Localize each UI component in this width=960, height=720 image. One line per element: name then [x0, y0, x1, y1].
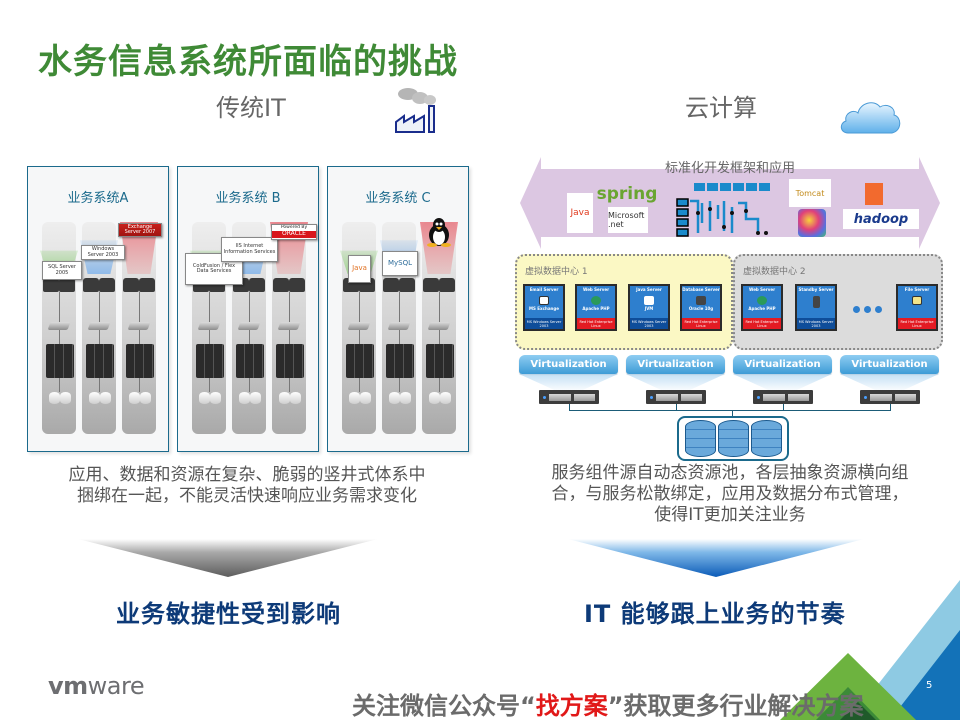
storage-cylinder-icon: [750, 420, 782, 457]
virtualization-bar-2: Virtualization: [626, 355, 725, 374]
business-system-a-label: 业务系统A: [67, 191, 129, 206]
envelope-icon: [539, 295, 549, 305]
dotnet-logo: Microsoft .net: [608, 207, 648, 233]
color-cube-logo: [798, 209, 826, 237]
right-headline: IT 能够跟上业务的节奏: [584, 600, 846, 628]
physical-host-2: [646, 390, 706, 404]
windows-server-logo: Windows Server 2003: [81, 245, 125, 260]
linux-tux-icon: [427, 218, 451, 247]
physical-host-3: [753, 390, 813, 404]
file-server-card: File Server Red Hat Enterprise Linux: [896, 284, 938, 331]
tomcat-logo: Tomcat: [789, 179, 831, 207]
database-icon: [696, 295, 706, 305]
physical-host-1: [539, 390, 599, 404]
business-system-c-panel: 业务系统 C Java MySQL: [327, 166, 469, 452]
shared-storage-pool: [677, 416, 789, 461]
business-system-b-panel: 业务系统 B ColdFusion / Flex Data Services I…: [177, 166, 319, 452]
exchange-server-logo: Exchange Server 2007: [118, 223, 162, 237]
business-system-b-label: 业务系统 B: [215, 191, 281, 206]
left-headline: 业务敏捷性受到影响: [116, 600, 341, 628]
spring-logo: spring: [596, 184, 658, 204]
globe-icon: [757, 295, 767, 305]
web-server-card: Web Server Apache PHP Red Hat Enterprise…: [741, 284, 783, 331]
globe-icon: [591, 295, 601, 305]
virtualization-bar-3: Virtualization: [733, 355, 832, 374]
virtual-datacenter-2: 虚拟数据中心 2 Web Server Apache PHP Red Hat E…: [733, 254, 943, 350]
right-caption: 服务组件源自动态资源池，各层抽象资源横向组 合，与服务松散绑定，应用及数据分布式…: [551, 463, 909, 525]
left-caption: 应用、数据和资源在复杂、脆弱的竖井式体系中 捆绑在一起，不能灵活快速响应业务需求…: [68, 465, 426, 506]
storage-cylinder-icon: [717, 420, 749, 457]
rabbitmq-logo: [865, 183, 883, 205]
sql-server-logo: SQL Server 2005: [42, 261, 82, 280]
footer-banner: 关注微信公众号“找方案”获取更多行业解决方案: [352, 692, 864, 720]
business-system-a-panel: 业务系统A SQL Server 2005 Windows Server 200…: [27, 166, 169, 452]
more-servers-ellipsis: [853, 306, 882, 313]
workflow-diagram-icon: [676, 183, 770, 237]
framework-logos: Java spring Microsoft .net Tomcat hadoop: [520, 157, 940, 249]
database-server-card: Database Server Oracle 10g Red Hat Enter…: [680, 284, 722, 331]
mysql-logo: MySQL: [382, 251, 418, 276]
web-server-card: Web Server Apache PHP Red Hat Enterprise…: [575, 284, 617, 331]
framework-band-title: 标准化开发框架和应用: [664, 161, 795, 176]
traditional-it-heading: 传统IT: [216, 94, 286, 122]
java-logo: Java: [348, 255, 371, 283]
left-down-arrow: [78, 539, 378, 577]
folder-icon: [912, 295, 922, 305]
iis-logo: IIS Internet Information Services: [221, 237, 278, 262]
hadoop-logo: hadoop: [843, 209, 919, 229]
virtual-datacenter-1: 虚拟数据中心 1 Email Server MS Exchange MS Win…: [515, 254, 733, 350]
virtualization-bar-1: Virtualization: [519, 355, 618, 374]
physical-host-4: [860, 390, 920, 404]
standby-server-card: Standby Server MS Windows Server 2003: [795, 284, 837, 331]
virtualization-bar-4: Virtualization: [840, 355, 939, 374]
email-server-card: Email Server MS Exchange MS Windows Serv…: [523, 284, 565, 331]
java-logo: Java: [567, 193, 593, 233]
cloud-icon: [840, 102, 901, 134]
java-server-card: Java Server JVM MS Windows Server 2003: [628, 284, 670, 331]
slide-title: 水务信息系统所面临的挑战: [38, 42, 458, 82]
tower-server-icon: [812, 295, 820, 308]
coffee-cup-icon: [644, 295, 654, 305]
storage-cylinder-icon: [684, 420, 716, 457]
corner-triangle-decoration: [780, 580, 960, 720]
vmware-logo: vmware: [48, 672, 145, 700]
factory-icon: [395, 88, 436, 133]
cloud-computing-heading: 云计算: [685, 94, 757, 122]
page-number: 5: [926, 680, 933, 691]
right-down-arrow: [568, 539, 864, 577]
business-system-c-label: 业务系统 C: [365, 191, 431, 206]
